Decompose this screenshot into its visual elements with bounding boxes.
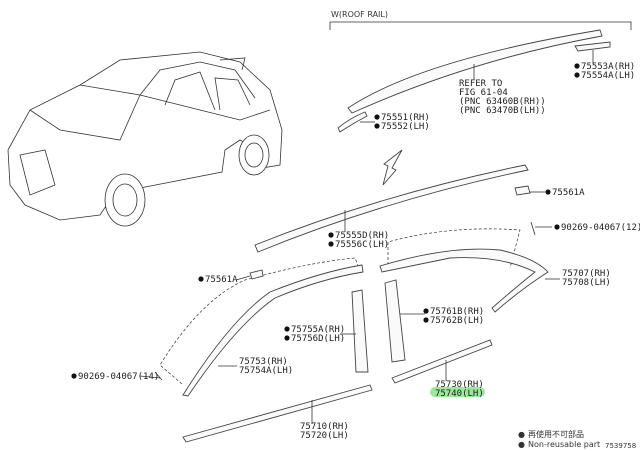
part-75753[interactable] <box>182 264 364 397</box>
label-75551[interactable]: 75551(RH) <box>381 113 430 123</box>
part-75710[interactable] <box>182 384 373 443</box>
label-75754A[interactable]: 75754A(LH) <box>239 366 293 376</box>
label-75554A[interactable]: 75554A(LH) <box>581 71 635 81</box>
label-75740[interactable]: 75740(LH) <box>435 389 484 399</box>
svg-text:(PNC 63460B(RH)): (PNC 63460B(RH)) <box>459 97 546 107</box>
reference-note: REFER TO FIG 61-04 (PNC 63460B(RH)) (PNC… <box>459 79 546 116</box>
label-75552[interactable]: 75552(LH) <box>381 122 430 132</box>
part-labels: 75553A(RH) 75554A(LH) 75551(RH) 75552(LH… <box>71 62 640 441</box>
clip-75561A-right[interactable] <box>514 185 531 196</box>
part-75551[interactable] <box>337 111 368 133</box>
legend-japanese: 再使用不可部品 <box>528 429 584 439</box>
label-75762B[interactable]: 75762B(LH) <box>430 316 484 326</box>
svg-text:(PNC 63470B(LH)): (PNC 63470B(LH)) <box>459 106 546 116</box>
svg-text:●: ● <box>518 440 525 449</box>
vehicle-illustration <box>7 51 283 227</box>
label-75756D[interactable]: 75756D(LH) <box>291 334 345 344</box>
label-75755A[interactable]: 75755A(RH) <box>291 325 345 335</box>
part-75755A[interactable] <box>351 289 369 373</box>
part-75707[interactable] <box>379 248 549 313</box>
label-75561A-right[interactable]: 75561A <box>552 188 585 198</box>
label-75555D[interactable]: 75555D(RH) <box>335 231 389 241</box>
direction-arrow-icon <box>382 149 403 186</box>
highlight-75740 <box>430 387 485 397</box>
svg-text:●: ● <box>518 430 525 439</box>
label-90269-04067-14[interactable]: 90269-04067(14) <box>78 372 159 382</box>
svg-text:FIG 61-04: FIG 61-04 <box>459 88 508 98</box>
roof-rail-bracket <box>329 21 632 30</box>
label-75753[interactable]: 75753(RH) <box>239 357 288 367</box>
part-75553A[interactable] <box>574 41 611 52</box>
figure-code: 7539758 <box>605 442 636 450</box>
part-75761B[interactable] <box>384 279 406 363</box>
legend: ● 再使用不可部品 ● Non-reusable part <box>518 429 600 449</box>
label-75561A-left[interactable]: 75561A <box>205 275 238 285</box>
roof-rail[interactable] <box>347 29 603 114</box>
label-75761B[interactable]: 75761B(RH) <box>430 307 484 317</box>
svg-text:REFER TO: REFER TO <box>459 79 502 89</box>
part-75555D[interactable] <box>254 164 529 253</box>
clip-75561A-left[interactable] <box>249 269 264 280</box>
part-75730[interactable] <box>391 339 493 384</box>
label-75707[interactable]: 75707(RH) <box>562 269 611 279</box>
legend-english: Non-reusable part <box>528 440 600 449</box>
label-75556C[interactable]: 75556C(LH) <box>335 240 389 250</box>
label-75720[interactable]: 75720(LH) <box>300 431 349 441</box>
label-75730[interactable]: 75730(RH) <box>435 380 484 390</box>
label-75710[interactable]: 75710(RH) <box>300 422 349 432</box>
label-90269-04067-12[interactable]: 90269-04067(12) <box>561 223 640 233</box>
label-75708[interactable]: 75708(LH) <box>562 278 611 288</box>
label-75553A[interactable]: 75553A(RH) <box>581 62 635 72</box>
roof-rail-group-label: W(ROOF RAIL) <box>331 10 388 19</box>
